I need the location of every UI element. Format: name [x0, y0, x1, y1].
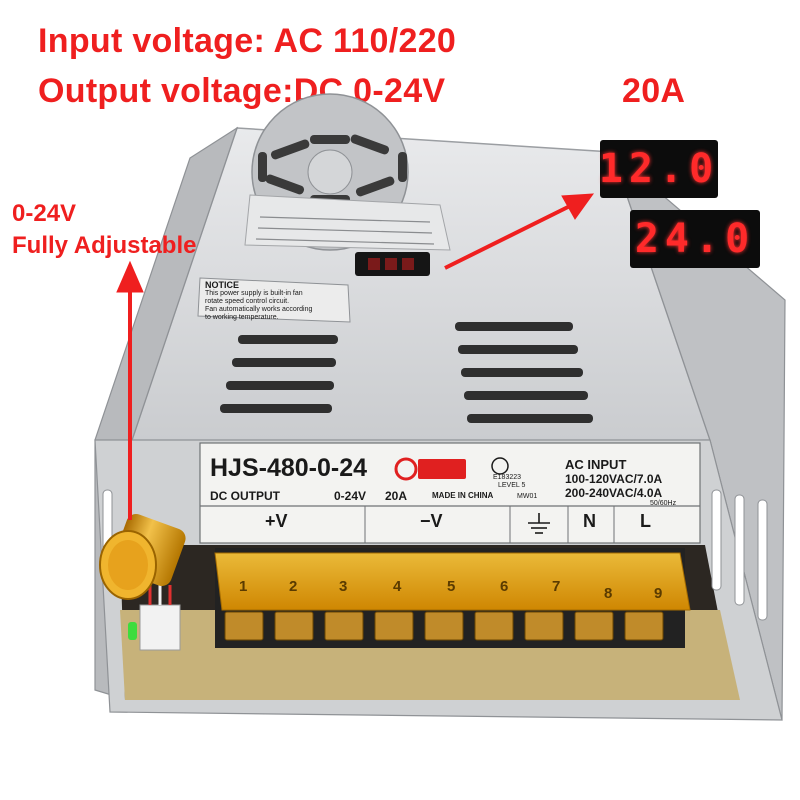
ac-input-line-1: 100-120VAC/7.0A — [565, 472, 663, 486]
live-terminal-label: L — [640, 511, 651, 531]
dc-output-label: DC OUTPUT — [210, 489, 280, 503]
terminal-number: 8 — [604, 585, 613, 602]
screw-terminals — [224, 611, 664, 641]
frequency-label: 50/60Hz — [650, 500, 677, 507]
terminal-number: 3 — [339, 578, 348, 595]
notice-sticker — [197, 277, 351, 323]
voltage-range-note: 0-24V — [12, 200, 77, 227]
terminal-cover — [214, 552, 691, 611]
cert-level: LEVEL 5 — [498, 482, 526, 489]
ul-mark — [491, 457, 509, 475]
cert-number: E183223 — [493, 474, 522, 481]
ground-symbol — [528, 513, 550, 534]
terminal-number: 1 — [239, 578, 248, 595]
neutral-terminal-label: N — [583, 511, 596, 531]
current-rating-label: 20A — [385, 489, 408, 503]
adjust-knob — [99, 514, 186, 600]
voltage-range-label: 0-24V — [334, 489, 367, 503]
status-led — [128, 622, 137, 640]
notice-title: NOTICE — [205, 280, 240, 290]
left-vents — [220, 335, 338, 413]
fully-adjustable-note: Fully Adjustable — [12, 232, 197, 259]
led-display-24v: 24.0 — [630, 210, 760, 268]
terminal-number: 9 — [654, 585, 663, 602]
terminal-number: 6 — [500, 578, 509, 595]
arrows — [116, 193, 595, 520]
brand-logo — [394, 457, 466, 481]
output-current-heading: 20A — [622, 72, 686, 110]
ac-input-label: AC INPUT — [565, 457, 627, 472]
made-in-label: MADE IN CHINA — [432, 491, 494, 500]
fan-slots — [258, 134, 407, 204]
right-vents — [455, 322, 593, 423]
led-display-12v: 12.0 — [599, 140, 718, 198]
model-code-label: MW01 — [517, 493, 538, 500]
terminal-number: 7 — [552, 578, 561, 595]
terminal-number: 4 — [393, 578, 402, 595]
input-voltage-heading: Input voltage: AC 110/220 — [38, 22, 457, 60]
ac-input-line-2: 200-240VAC/4.0A — [565, 486, 663, 500]
terminal-number: 5 — [447, 578, 456, 595]
model-number: HJS-480-0-24 — [210, 454, 368, 482]
output-voltage-heading: Output voltage:DC 0-24V — [38, 72, 446, 110]
positive-terminal-label: +V — [265, 511, 288, 531]
negative-terminal-label: −V — [420, 511, 443, 531]
notice-line: Fan automatically works according — [205, 306, 313, 313]
wire-connector — [139, 604, 181, 651]
side-slots — [711, 489, 768, 621]
notice-line: rotate speed control circuit. — [205, 298, 290, 305]
notice-line: This power supply is built-in fan — [205, 290, 303, 297]
terminal-number: 2 — [289, 578, 298, 595]
notice-line: to working temperature. — [205, 314, 279, 321]
